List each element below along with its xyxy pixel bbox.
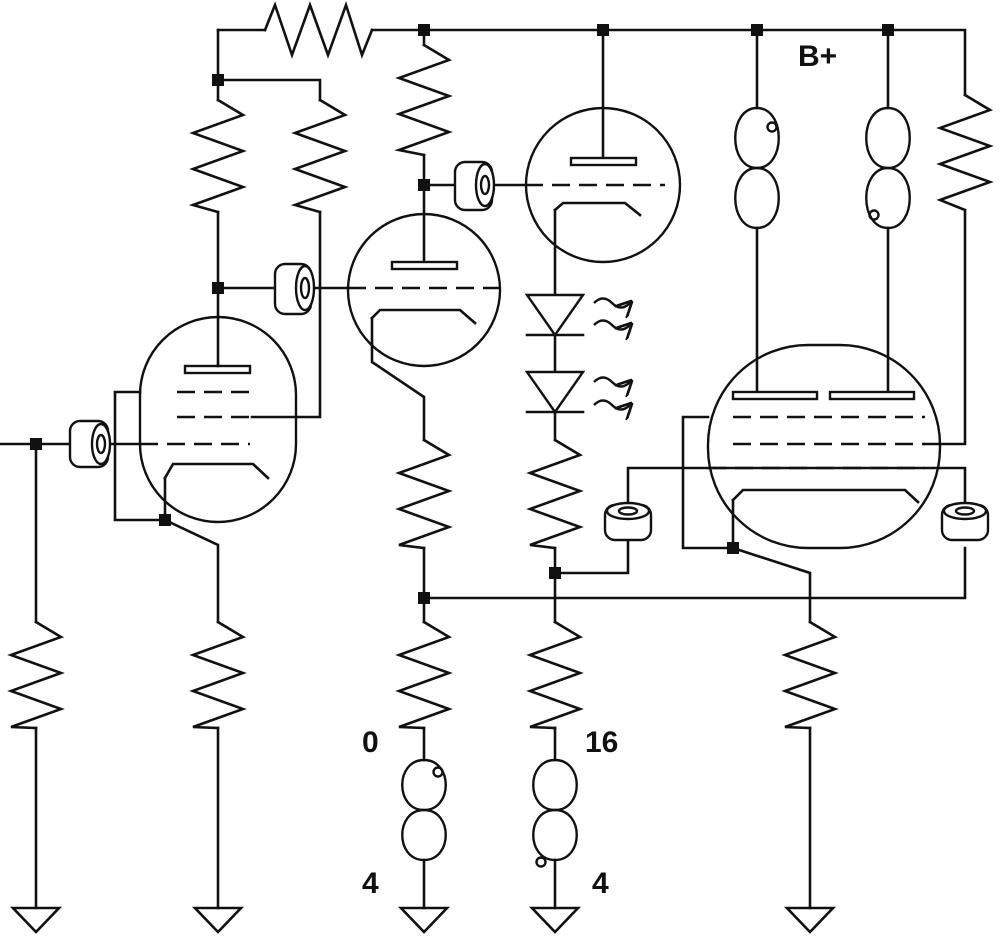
ground-symbols (9, 906, 837, 934)
label-tap-4-left: 4 (362, 867, 379, 900)
ground-icon (191, 906, 245, 934)
resistor-v1-plate (188, 98, 247, 214)
resistor-output-cathode (781, 620, 839, 730)
transformer-primary-right (865, 106, 911, 230)
coupling-capacitors (68, 160, 990, 542)
junction-dots (30, 24, 894, 604)
tube-output-dual-pentode (706, 343, 942, 550)
resistor-b-plus-right (936, 93, 994, 212)
capacitor-interstage-1 (273, 262, 316, 316)
ground-icon (397, 906, 451, 934)
label-b-plus: B+ (798, 40, 837, 73)
resistor-top (263, 0, 374, 59)
resistor-led-string (526, 438, 584, 550)
label-tap-16: 16 (585, 726, 618, 759)
resistors (7, 0, 994, 730)
resistor-v1-screen (290, 98, 349, 214)
tube-v3-triode (524, 106, 682, 264)
label-tap-0: 0 (362, 726, 379, 759)
resistor-v2-cathode (395, 438, 453, 550)
led-2 (524, 370, 630, 412)
ground-icon (9, 906, 63, 934)
transformer-secondary-left (401, 758, 447, 862)
resistor-feedback-0 (395, 620, 453, 730)
tube-v2-triode (346, 212, 502, 368)
wiring (0, 28, 967, 910)
label-tap-4-right: 4 (592, 867, 609, 900)
resistor-v2-plate (394, 43, 453, 157)
tube-v1-pentode (138, 315, 298, 524)
resistor-v1-cathode (189, 620, 247, 730)
capacitor-input (68, 419, 112, 469)
led-1 (524, 293, 630, 335)
capacitor-bypass-right (940, 501, 990, 542)
resistor-feedback-16 (526, 620, 584, 730)
resistor-grid-leak (7, 620, 65, 730)
capacitor-interstage-2 (453, 160, 496, 212)
ground-icon (528, 906, 582, 934)
capacitor-bypass-left (603, 501, 653, 542)
transformer-primary-left (734, 106, 780, 230)
transformer-secondary-right (532, 758, 578, 868)
ground-icon (783, 906, 837, 934)
